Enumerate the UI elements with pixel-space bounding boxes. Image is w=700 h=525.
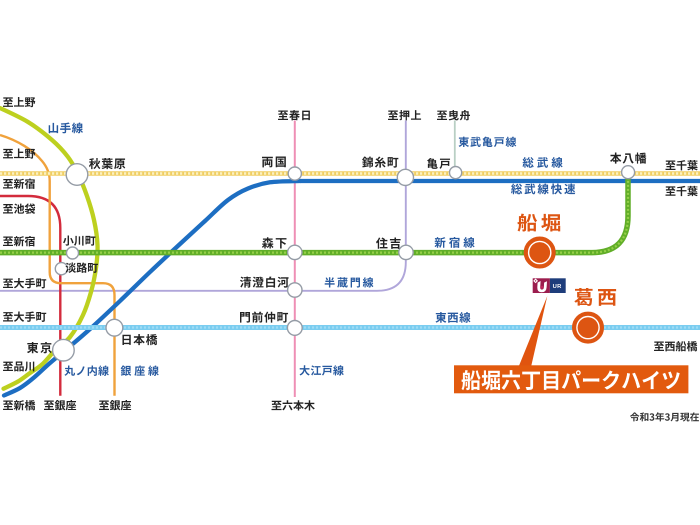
- svg-text:UR: UR: [553, 284, 563, 290]
